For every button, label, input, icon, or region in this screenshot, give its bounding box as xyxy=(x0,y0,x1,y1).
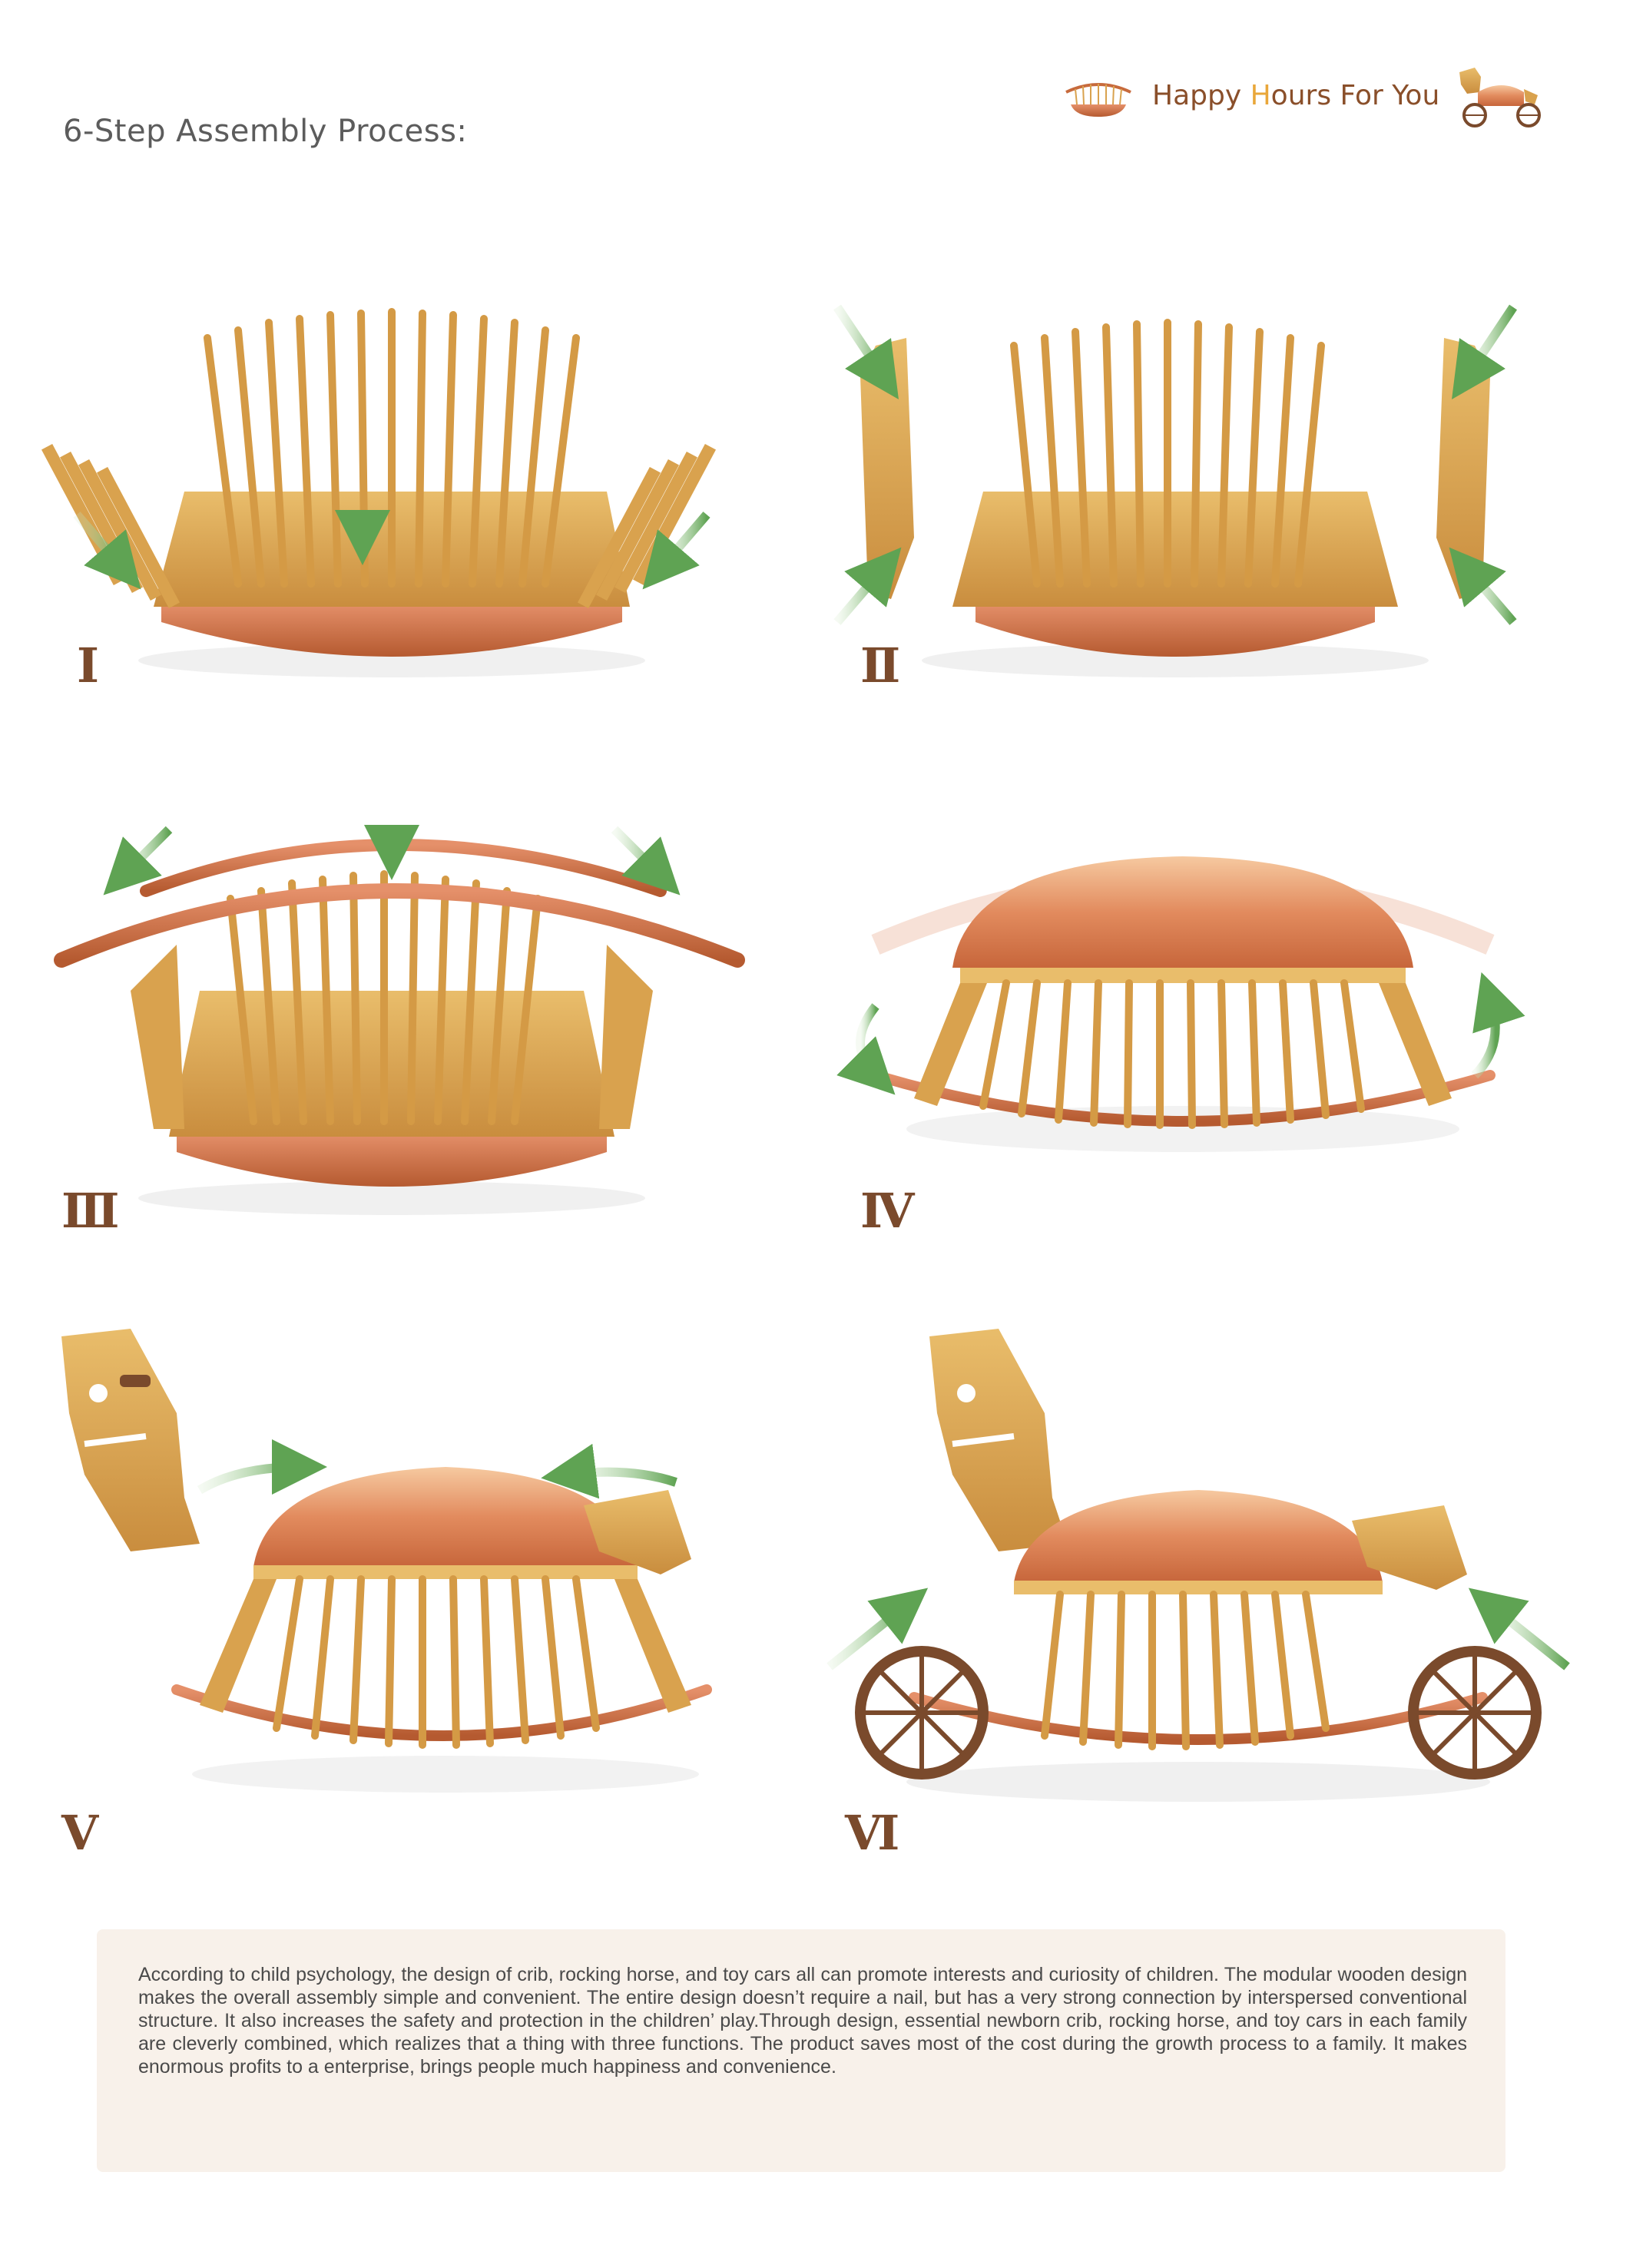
step-4-numeral: Ⅳ xyxy=(860,1183,914,1239)
step-1: Ⅰ xyxy=(41,261,737,753)
horse-cart-logo-icon xyxy=(1459,68,1541,127)
step-5-numeral: Ⅴ xyxy=(61,1805,98,1861)
step-6-numeral: Ⅵ xyxy=(845,1805,899,1861)
step-6-illustration xyxy=(826,1329,1570,1802)
step-2-illustration xyxy=(833,304,1517,677)
step-6: Ⅵ xyxy=(814,1321,1570,1861)
step-1-numeral: Ⅰ xyxy=(77,637,99,694)
step-3-illustration xyxy=(54,768,745,1215)
step-2: Ⅱ xyxy=(830,261,1521,753)
step-3: Ⅲ xyxy=(46,768,745,1260)
step-4: Ⅳ xyxy=(830,768,1525,1260)
step-3-numeral: Ⅲ xyxy=(61,1183,120,1239)
brand-logo: Happy Hours For You xyxy=(1060,61,1559,131)
brand-name: Happy Hours For You xyxy=(1152,80,1440,111)
step-2-numeral: Ⅱ xyxy=(860,637,900,694)
step-5: Ⅴ xyxy=(46,1321,737,1861)
description-panel: According to child psychology, the desig… xyxy=(97,1929,1505,2172)
step-5-illustration xyxy=(61,1329,712,1793)
description-text: According to child psychology, the desig… xyxy=(138,1964,1467,2078)
crib-logo-icon xyxy=(1065,83,1131,117)
step-1-illustration xyxy=(41,308,717,677)
page-title: 6-Step Assembly Process: xyxy=(63,114,468,149)
step-4-illustration xyxy=(836,856,1525,1152)
